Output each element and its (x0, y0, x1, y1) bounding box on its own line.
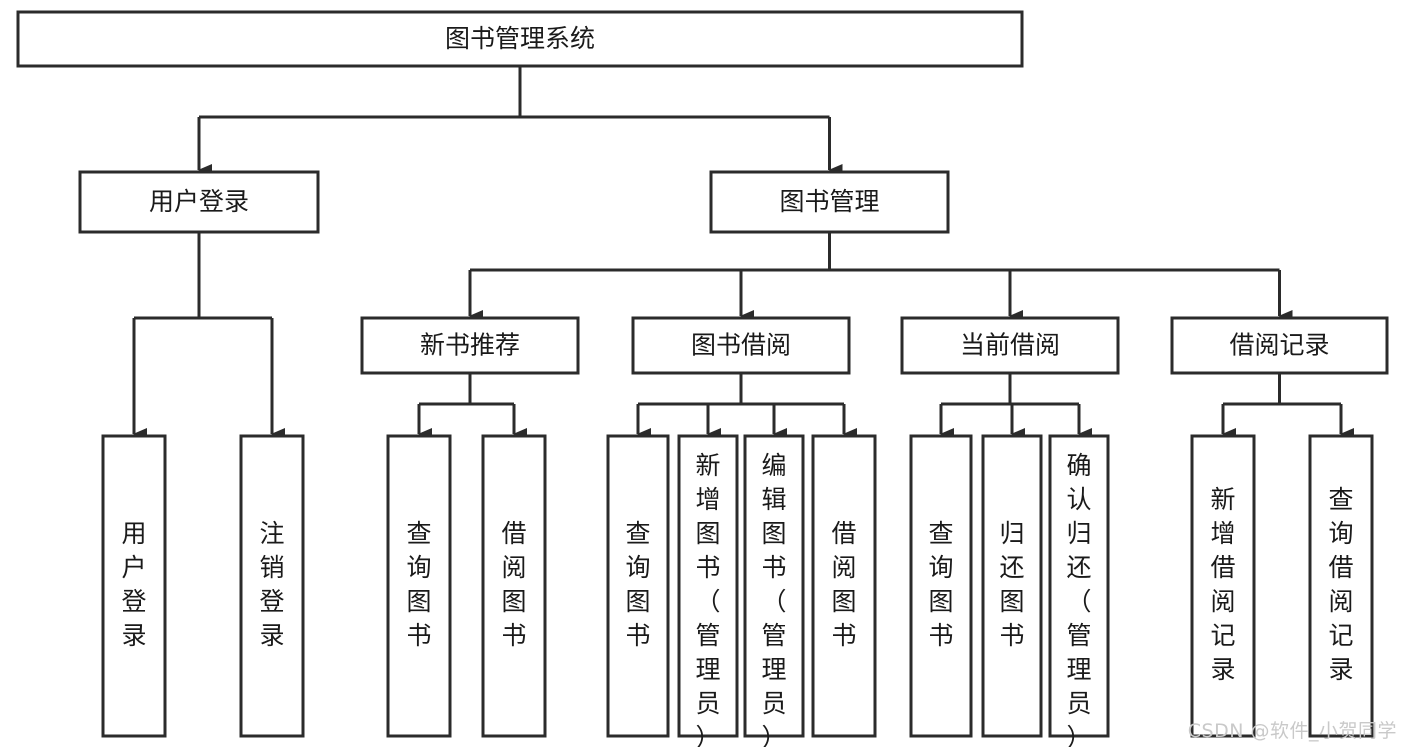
node-label-leaf-user-login: 用户登录 (121, 519, 146, 650)
node-label-leaf-logout: 注销登录 (259, 519, 284, 650)
node-leaf-borrow-book-1[interactable]: 借阅图书 (481, 434, 547, 738)
nodes-layer: 图书管理系统用户登录图书管理新书推荐图书借阅当前借阅借阅记录用户登录注销登录查询… (16, 10, 1389, 747)
node-book-borrow[interactable]: 图书借阅 (631, 316, 851, 375)
node-box-leaf-query-book-2 (606, 434, 670, 738)
node-label-leaf-query-book-1: 查询图书 (406, 519, 431, 650)
node-box-leaf-confirm-return (1048, 434, 1110, 738)
node-label-leaf-edit-book: 编辑图书（管理员） (761, 451, 786, 747)
node-box-book-management (709, 170, 950, 234)
node-box-leaf-return-book (981, 434, 1043, 738)
node-leaf-return-book[interactable]: 归还图书 (981, 434, 1043, 738)
node-label-current-borrow: 当前借阅 (960, 331, 1060, 360)
node-label-leaf-query-book-3: 查询图书 (928, 519, 953, 650)
node-user-login[interactable]: 用户登录 (78, 170, 320, 234)
node-box-book-borrow (631, 316, 851, 375)
node-leaf-user-login[interactable]: 用户登录 (101, 434, 167, 738)
node-box-root (16, 10, 1024, 68)
node-box-leaf-borrow-book-1 (481, 434, 547, 738)
node-label-leaf-add-borrow-record: 新增借阅记录 (1210, 485, 1235, 684)
node-label-borrow-records: 借阅记录 (1229, 331, 1329, 360)
node-leaf-query-book-1[interactable]: 查询图书 (386, 434, 452, 738)
node-label-leaf-borrow-book-2: 借阅图书 (831, 519, 856, 650)
node-label-leaf-return-book: 归还图书 (999, 519, 1024, 650)
node-root[interactable]: 图书管理系统 (16, 10, 1024, 68)
node-leaf-borrow-book-2[interactable]: 借阅图书 (811, 434, 877, 738)
node-box-leaf-logout (239, 434, 305, 738)
node-label-leaf-confirm-return: 确认归还（管理员） (1066, 451, 1091, 747)
node-box-leaf-add-book (677, 434, 739, 738)
node-box-leaf-query-book-3 (909, 434, 973, 738)
node-label-leaf-query-book-2: 查询图书 (625, 519, 650, 650)
node-leaf-edit-book[interactable]: 编辑图书（管理员） (743, 434, 805, 747)
node-box-leaf-edit-book (743, 434, 805, 738)
node-label-root: 图书管理系统 (445, 24, 595, 53)
node-leaf-logout[interactable]: 注销登录 (239, 434, 305, 738)
node-leaf-confirm-return[interactable]: 确认归还（管理员） (1048, 434, 1110, 747)
node-leaf-add-book[interactable]: 新增图书（管理员） (677, 434, 739, 747)
csdn-watermark: CSDN @软件_小贺同学 (1187, 720, 1397, 742)
node-borrow-records[interactable]: 借阅记录 (1170, 316, 1389, 375)
node-label-book-borrow: 图书借阅 (691, 331, 791, 360)
node-book-management[interactable]: 图书管理 (709, 170, 950, 234)
node-box-current-borrow (900, 316, 1120, 375)
node-label-new-book-recommend: 新书推荐 (420, 331, 520, 360)
node-box-leaf-user-login (101, 434, 167, 738)
node-label-book-management: 图书管理 (779, 187, 879, 216)
node-box-user-login (78, 170, 320, 234)
node-box-leaf-borrow-book-2 (811, 434, 877, 738)
node-box-leaf-add-borrow-record (1190, 434, 1256, 738)
node-label-leaf-add-book: 新增图书（管理员） (695, 451, 720, 747)
node-new-book-recommend[interactable]: 新书推荐 (360, 316, 580, 375)
node-label-leaf-borrow-book-1: 借阅图书 (501, 519, 526, 650)
node-leaf-add-borrow-record[interactable]: 新增借阅记录 (1190, 434, 1256, 738)
node-label-user-login: 用户登录 (149, 187, 249, 216)
node-box-new-book-recommend (360, 316, 580, 375)
node-box-leaf-query-book-1 (386, 434, 452, 738)
node-box-leaf-query-borrow-record (1308, 434, 1374, 738)
node-box-borrow-records (1170, 316, 1389, 375)
node-leaf-query-book-2[interactable]: 查询图书 (606, 434, 670, 738)
node-current-borrow[interactable]: 当前借阅 (900, 316, 1120, 375)
node-leaf-query-borrow-record[interactable]: 查询借阅记录 (1308, 434, 1374, 738)
connectors-layer (132, 66, 1354, 440)
node-leaf-query-book-3[interactable]: 查询图书 (909, 434, 973, 738)
node-label-leaf-query-borrow-record: 查询借阅记录 (1328, 485, 1353, 684)
